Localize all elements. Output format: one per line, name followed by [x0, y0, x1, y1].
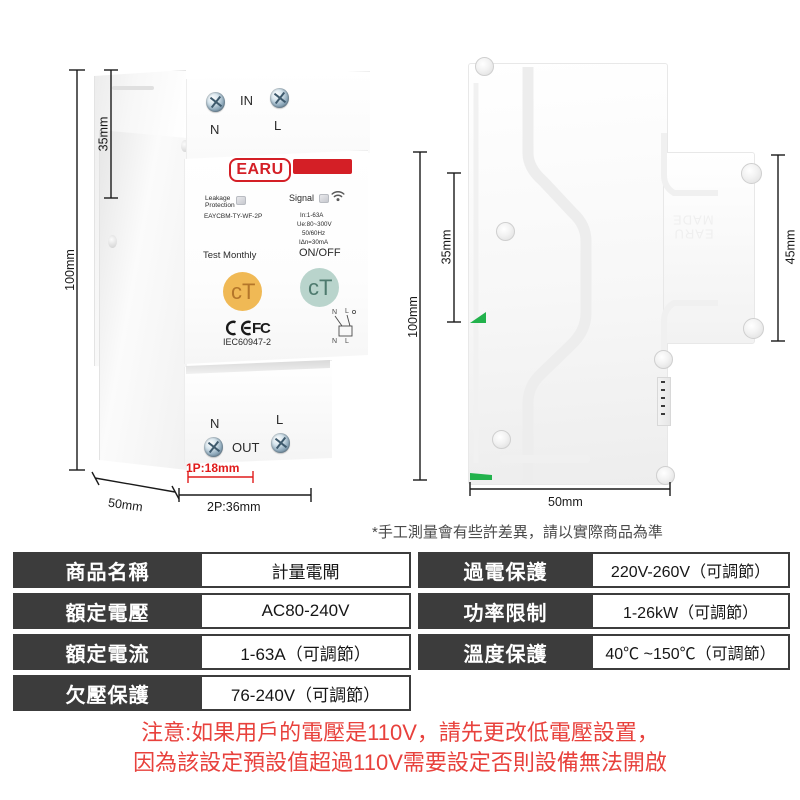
spec-key: 商品名稱	[13, 552, 203, 588]
on-off-button-glyph: cT	[308, 275, 333, 300]
warning-line-1: 注意:如果用戶的電壓是110V，請先更改低電壓設置，	[141, 720, 659, 745]
table-row: 額定電壓 AC80-240V	[13, 593, 411, 629]
terminal-label-out-l: L	[276, 412, 284, 427]
table-row: 過電保護 220V-260V（可調節）	[418, 552, 790, 588]
leakage-protection-label-line2: Protection	[205, 202, 235, 209]
terminal-screw-in-n	[206, 92, 225, 112]
back-rivet	[654, 350, 673, 369]
product-illustration: IN N L EARU Leakage Protection EAYCBM-TY…	[0, 0, 800, 545]
dim-width-1p: 1P:18mm	[186, 461, 240, 475]
device-side-panel-lower	[99, 130, 187, 470]
spec-value: 1-63A（可調節）	[202, 634, 411, 670]
back-rivet	[475, 57, 494, 76]
dim-right-body-height: 45mm	[783, 229, 798, 265]
device-back-shell	[468, 63, 668, 485]
dimension-lines	[69, 69, 785, 502]
dim-left-total-height: 100mm	[63, 249, 77, 291]
spec-value: 40℃ ~150℃（可調節）	[593, 634, 790, 670]
spec-key: 溫度保護	[418, 634, 594, 670]
on-off-label: ON/OFF	[299, 247, 341, 259]
dim-right-total-height: 100mm	[406, 296, 420, 338]
spec-key: 功率限制	[418, 593, 594, 629]
spec-key: 額定電壓	[13, 593, 203, 629]
measurement-tolerance-note: *手工測量會有些許差異，請以實際商品為準	[372, 524, 663, 541]
rating-line-current: In:1-63A	[300, 212, 324, 219]
terminal-label-in-n: N	[210, 122, 220, 137]
rating-line-frequency: 50/60Hz	[302, 230, 326, 237]
terminal-label-out-n: N	[210, 416, 220, 431]
svg-text:N: N	[332, 309, 337, 316]
svg-text:L: L	[345, 338, 349, 344]
dim-width-2p: 2P:36mm	[207, 500, 261, 514]
terminal-screw-out-n	[204, 437, 223, 457]
dim-right-width: 50mm	[548, 495, 583, 509]
brand-accent-bar	[293, 159, 352, 174]
table-row: 功率限制 1-26kW（可調節）	[418, 593, 790, 629]
back-rivet	[743, 318, 764, 339]
back-rivet	[741, 163, 762, 184]
device-side-pivot-hole-2	[181, 140, 189, 152]
table-row: 額定電流 1-63A（可調節）	[13, 634, 411, 670]
terminal-screw-in-l	[270, 88, 289, 108]
back-din-recess	[500, 455, 590, 463]
warning-line-2: 因為該設定預設值超過110V需要設定否則設備無法開啟	[133, 750, 667, 776]
spec-table-right: 過電保護 220V-260V（可調節） 功率限制 1-26kW（可調節） 溫度保…	[418, 552, 790, 675]
spec-value: 1-26kW（可調節）	[593, 593, 790, 629]
device-back-contour	[473, 67, 718, 483]
standard-label: IEC60947-2	[223, 337, 272, 347]
device-side-vent-slot	[112, 86, 154, 90]
dim-right-din-height: 35mm	[439, 229, 454, 265]
spec-key: 額定電流	[13, 634, 203, 670]
back-rivet	[492, 430, 511, 449]
leakage-protection-label-line1: Leakage	[205, 195, 231, 202]
on-off-button[interactable]	[300, 268, 339, 307]
back-rivet	[656, 466, 675, 485]
device-back-extension	[663, 152, 755, 344]
leakage-indicator-led	[236, 196, 246, 205]
spec-value: AC80-240V	[202, 593, 411, 629]
device-side-pivot-hole	[108, 235, 117, 248]
terminal-label-in-l: L	[274, 118, 282, 133]
brand-logo: EARU	[229, 158, 291, 182]
device-model-number: EAYCBM-TY-WF-2P	[204, 213, 263, 220]
din-clip-lower	[470, 473, 492, 480]
spec-key: 過電保護	[418, 552, 594, 588]
signal-label: Signal	[289, 193, 315, 203]
test-button-glyph: cT	[231, 279, 256, 304]
rating-line-voltage: Ue:80~300V	[297, 221, 332, 228]
table-row: 商品名稱 計量電閘	[13, 552, 411, 588]
table-row: 溫度保護 40℃ ~150℃（可調節）	[418, 634, 790, 670]
spec-table-left: 商品名稱 計量電閘 額定電壓 AC80-240V 額定電流 1-63A（可調節）…	[13, 552, 411, 716]
spec-value: 220V-260V（可調節）	[593, 552, 790, 588]
svg-text:L: L	[345, 308, 349, 315]
terminal-label-out: OUT	[232, 440, 260, 455]
spec-value: 計量電閘	[202, 552, 411, 588]
din-clip-upper	[470, 312, 486, 323]
ce-mark	[223, 320, 253, 341]
voltage-warning-note: 注意:如果用戶的電壓是110V，請先更改低電壓設置， 因為該設定預設值超過110…	[0, 718, 800, 779]
back-pin-dots	[661, 381, 665, 420]
top-terminal-block	[186, 71, 370, 161]
table-row: 欠壓保護 76-240V（可調節）	[13, 675, 411, 711]
spec-key: 欠壓保護	[13, 675, 203, 711]
test-button[interactable]	[223, 272, 262, 311]
signal-indicator-led	[319, 194, 329, 203]
terminal-screw-out-l	[271, 433, 290, 453]
svg-text:N: N	[332, 338, 337, 344]
test-monthly-label: Test Monthly	[203, 250, 257, 261]
terminal-label-in: IN	[240, 93, 253, 108]
back-rivet	[496, 222, 515, 241]
wifi-icon	[331, 190, 345, 202]
device-front-face	[184, 150, 368, 364]
spec-value: 76-240V（可調節）	[202, 675, 411, 711]
wiring-diagram-icon: N L N L	[332, 308, 356, 344]
fc-mark: FC	[252, 320, 271, 337]
dim-left-din-height: 35mm	[96, 116, 111, 152]
rating-line-leakage-current: IΔn=30mA	[299, 239, 329, 246]
